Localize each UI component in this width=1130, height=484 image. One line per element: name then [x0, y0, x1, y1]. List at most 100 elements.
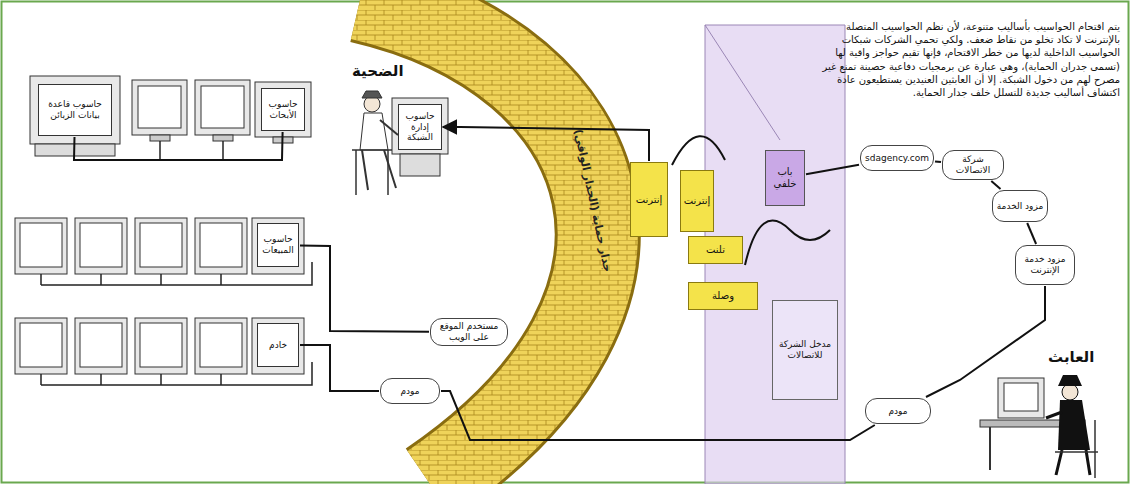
monitor-screen: [80, 323, 122, 367]
connector-line: [1027, 223, 1036, 244]
node-text: خادم: [269, 340, 287, 351]
pipe-segment: شركة الاتصالات: [942, 150, 1004, 180]
pipe-segment: sdagency.com: [860, 145, 934, 171]
monitor-case: [195, 218, 247, 274]
cable: [160, 374, 162, 385]
arch-line: [672, 136, 725, 165]
monitor-case: [392, 98, 448, 154]
chair: [1055, 420, 1098, 478]
monitor-screen: [200, 323, 242, 367]
cable: [220, 274, 222, 285]
monitor-case: [15, 318, 67, 374]
node-text: مودم: [888, 406, 907, 417]
connector-line: [806, 165, 859, 175]
connector-line: [300, 245, 429, 331]
connector-line: [300, 345, 379, 391]
node-text: إنترنت: [684, 195, 711, 207]
node-text: حاسوب إدارة الشبكة: [402, 111, 438, 143]
computer-screen: حاسوب المبيعات: [257, 223, 299, 267]
pipe-segment: مستخدم الموقع على الويب: [430, 318, 508, 346]
node-text: مزود الخدمة: [997, 201, 1043, 212]
desk-leg: [989, 427, 991, 470]
node-text: إنترنت: [636, 194, 663, 206]
pipe-segment: مزود خدمة الإنترنت: [1015, 245, 1075, 285]
computer-base: [400, 154, 440, 176]
monitor-screen: [201, 86, 244, 128]
cable: [40, 374, 42, 385]
hacker-arm: [1046, 412, 1062, 418]
monitor-stand: [150, 135, 170, 141]
cable: [100, 374, 102, 385]
monitor-screen: [80, 223, 122, 267]
wall-label: جدار حماية (الجدار الواقي): [570, 126, 614, 275]
pipe-segment: مودم: [865, 398, 931, 424]
monitor-case: [998, 378, 1044, 418]
node-text: تلنت: [706, 244, 725, 256]
node-text: وصلة: [712, 290, 734, 302]
panel-edge: [705, 25, 780, 140]
node-text: مدخل الشركة للاتصالات: [776, 339, 834, 361]
cable: [222, 141, 224, 160]
monitor-case: [252, 318, 304, 374]
monitor-screen: [140, 323, 182, 367]
back-door: باب خلفي: [765, 150, 805, 206]
pipe-segment: مودم: [380, 378, 440, 404]
node-text: sdagency.com: [865, 153, 929, 164]
node-text: مزود خدمة الإنترنت: [1019, 254, 1071, 276]
victim-legs: [362, 150, 396, 190]
stair-block: إنترنت: [680, 170, 714, 232]
cable: [220, 374, 222, 385]
pipe-segment: مزود الخدمة: [992, 190, 1048, 222]
computer-screen: خادم: [257, 323, 299, 367]
node-text: حاسوب قاعدة بيانات الزبائن: [42, 99, 108, 121]
stair-block: وصلة: [688, 282, 758, 310]
monitor-case: [135, 318, 187, 374]
figure-label: العابث: [1048, 348, 1094, 366]
monitor-case: [15, 218, 67, 274]
node-text: حاسوب المبيعات: [261, 234, 295, 256]
victim-body: [360, 113, 388, 150]
hacker-body: [1058, 400, 1090, 450]
node-text: مودم: [400, 386, 419, 397]
description-text: يتم اقتحام الحواسيب بأساليب متنوعة، لأن …: [820, 20, 1120, 99]
monitor-screen: [138, 86, 181, 128]
monitor-case: [132, 80, 187, 135]
stair-block: إنترنت: [630, 162, 668, 237]
hacker-legs: [1056, 450, 1090, 475]
door: مدخل الشركة للاتصالات: [772, 300, 838, 400]
node-text: جدار حماية (الجدار الواقي): [571, 128, 614, 273]
connector-line: [991, 181, 1000, 189]
stair-block: تلنت: [688, 236, 743, 264]
monitor-screen: [20, 323, 62, 367]
computer-screen: حاسوب قاعدة بيانات الزبائن: [38, 84, 112, 136]
computer-screen: حاسوب إدارة الشبكة: [398, 104, 442, 150]
node-text: مستخدم الموقع على الويب: [434, 321, 504, 343]
monitor-case: [195, 318, 247, 374]
node-text: شركة الاتصالات: [946, 154, 1000, 176]
arch-line: [745, 221, 830, 265]
cable: [100, 274, 102, 285]
monitor-case: [135, 218, 187, 274]
hacker-hat: [1058, 375, 1082, 386]
monitor-screen: [140, 223, 182, 267]
computer-screen: حاسوب الأبحاث: [261, 88, 305, 131]
chair: [352, 150, 392, 195]
monitor-case: [252, 218, 304, 274]
connector-line: [935, 161, 941, 164]
cable: [40, 274, 42, 285]
connector-line: [926, 286, 1045, 397]
monitor-screen: [20, 223, 62, 267]
cable: [160, 274, 162, 285]
node-text: باب خلفي: [769, 166, 801, 190]
connector-line: [443, 127, 649, 161]
hacker-head: [1062, 384, 1078, 400]
figure-label: الضحية: [352, 62, 404, 80]
monitor-case: [75, 218, 127, 274]
node-text: حاسوب الأبحاث: [265, 99, 301, 121]
monitor-screen: [200, 223, 242, 267]
monitor-case: [255, 82, 311, 137]
monitor-case: [75, 318, 127, 374]
